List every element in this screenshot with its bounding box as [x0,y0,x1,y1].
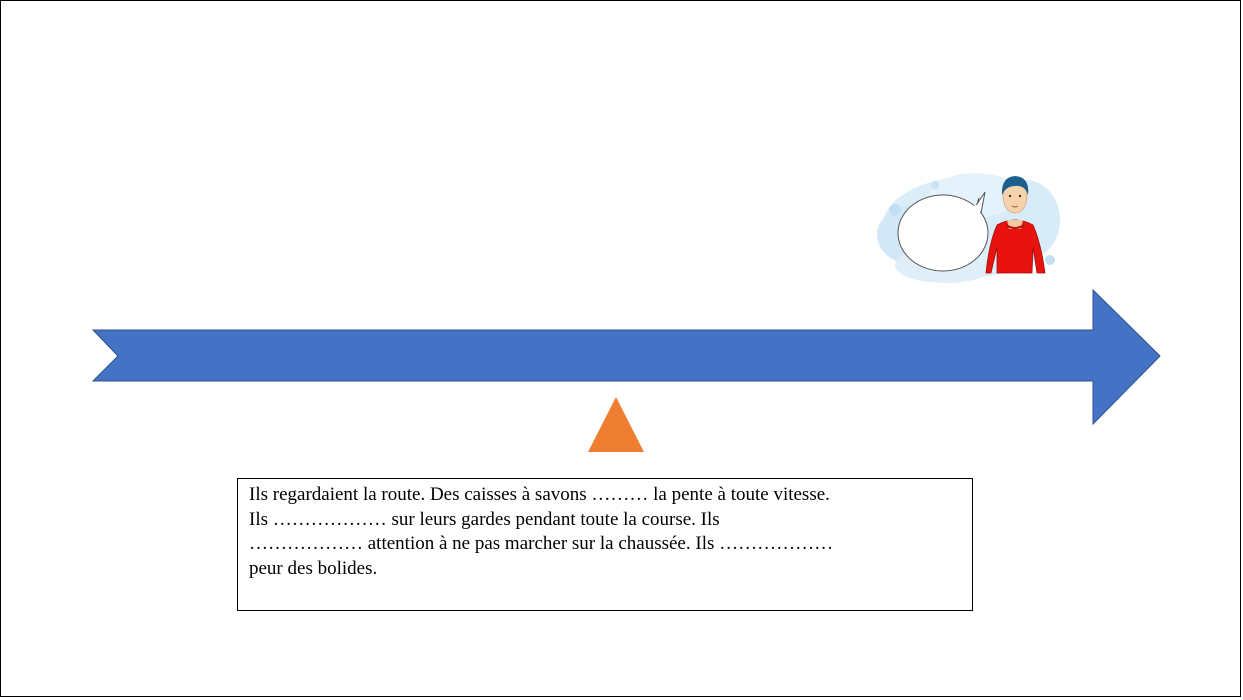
exercise-line-3: ……………… attention à ne pas marcher sur la… [249,533,834,555]
speech-bubble [897,191,989,272]
triangle-marker-icon [588,397,644,452]
exercise-text-box: Ils regardaient la route. Des caisses à … [237,478,973,611]
exercise-line-1: Ils regardaient la route. Des caisses à … [249,484,830,505]
person-with-speech-bubble-icon [877,173,1060,283]
timeline-arrow [91,288,1161,426]
exercise-line-4: peur des bolides. [249,557,378,579]
exercise-line-2: Ils ……………… sur leurs gardes pendant tout… [249,508,720,530]
person [985,176,1046,274]
